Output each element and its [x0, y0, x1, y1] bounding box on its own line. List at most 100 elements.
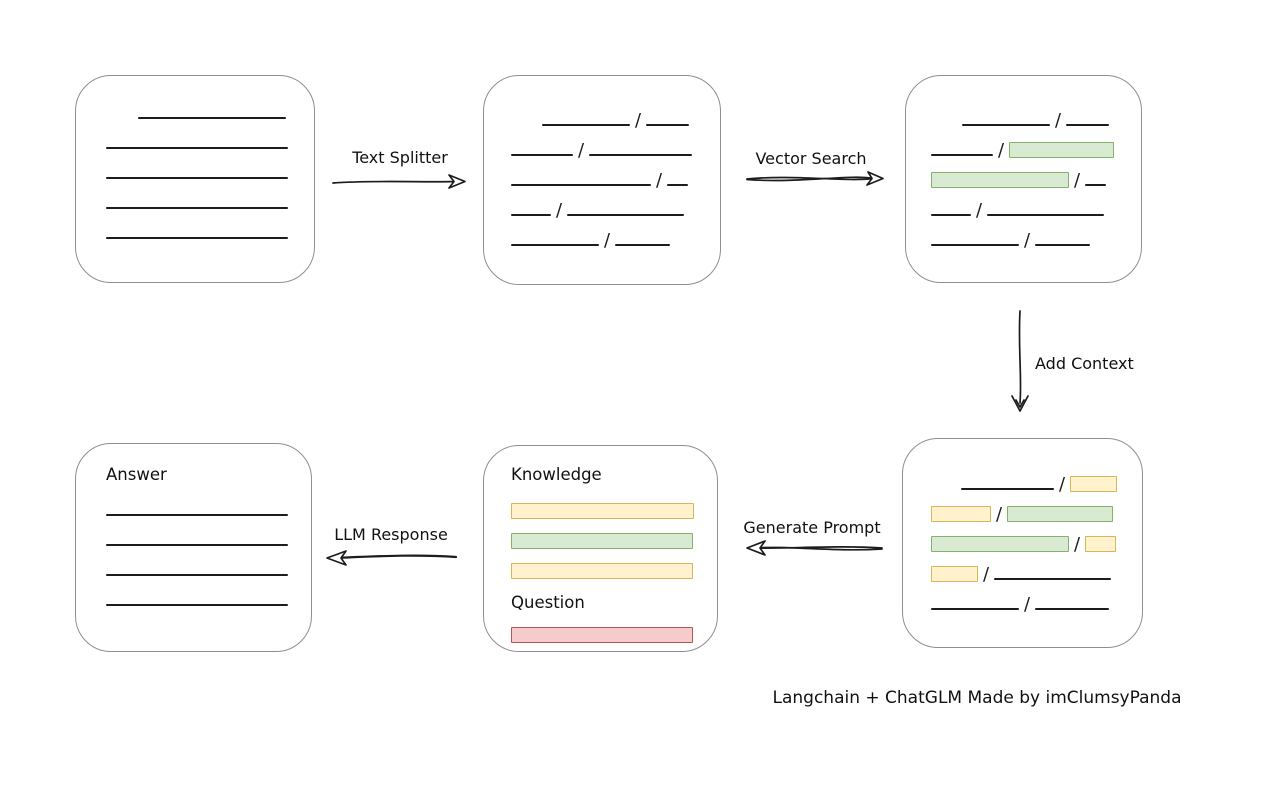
text-row: /	[931, 99, 1141, 131]
text-line	[138, 117, 286, 119]
text-row: /	[511, 219, 720, 251]
text-line	[931, 214, 971, 216]
generate-prompt-arrow-icon	[746, 540, 883, 556]
text-line	[106, 177, 288, 179]
text-line	[1035, 244, 1091, 246]
highlight-yellow-chunk	[511, 503, 694, 519]
knowledge-bars	[511, 490, 717, 580]
answer-label: Answer	[106, 465, 167, 484]
slash-separator: /	[578, 140, 585, 161]
text-row	[106, 182, 314, 212]
text-row	[106, 122, 314, 152]
prompt-box: Knowledge Question	[483, 445, 718, 652]
text-row	[106, 549, 311, 579]
text-line	[106, 237, 288, 239]
slash-separator: /	[556, 200, 563, 221]
add-context-arrow-icon	[1011, 310, 1029, 412]
text-row	[106, 519, 311, 549]
text-line	[106, 514, 288, 516]
text-line	[987, 214, 1105, 216]
text-row: /	[931, 583, 1142, 615]
text-row	[106, 579, 311, 609]
text-row: /	[931, 553, 1142, 584]
text-line	[589, 154, 693, 156]
text-row: /	[931, 219, 1141, 251]
slash-separator: /	[604, 230, 611, 251]
text-splitter-arrow-icon	[332, 174, 466, 189]
text-row	[106, 92, 314, 122]
highlight-green-chunk	[1009, 142, 1115, 158]
text-line	[994, 578, 1112, 580]
highlight-green-chunk	[931, 536, 1069, 552]
context-chunks-box: /////	[902, 438, 1143, 648]
text-line	[1085, 184, 1107, 186]
slash-separator: /	[1024, 230, 1031, 251]
text-line	[511, 154, 573, 156]
text-row: /	[931, 523, 1142, 555]
highlight-red-chunk	[511, 627, 693, 643]
split-text-box: /////	[483, 75, 721, 285]
source-document-box	[75, 75, 315, 283]
text-line	[961, 488, 1054, 490]
slash-separator: /	[635, 110, 642, 131]
text-splitter-label: Text Splitter	[352, 148, 448, 167]
text-line	[106, 207, 288, 209]
text-line	[106, 544, 288, 546]
slash-separator: /	[1055, 110, 1062, 131]
add-context-label: Add Context	[1035, 354, 1134, 373]
highlight-yellow-chunk	[1070, 476, 1118, 492]
text-row	[106, 152, 314, 182]
text-row: /	[931, 129, 1141, 161]
highlight-green-chunk	[511, 533, 693, 549]
text-line	[511, 184, 651, 186]
highlight-yellow-chunk	[931, 566, 978, 582]
text-row: /	[511, 159, 720, 190]
text-row: /	[931, 189, 1141, 221]
text-line	[106, 147, 288, 149]
text-line	[615, 244, 671, 246]
question-bar	[511, 618, 717, 644]
text-line	[1035, 608, 1110, 610]
highlight-yellow-chunk	[511, 563, 693, 579]
text-line	[567, 214, 685, 216]
text-row: /	[931, 463, 1142, 495]
slash-separator: /	[1074, 534, 1081, 555]
text-line	[646, 124, 690, 126]
text-line	[511, 214, 551, 216]
slash-separator: /	[996, 504, 1003, 525]
answer-box: Answer	[75, 443, 312, 652]
slash-separator: /	[1024, 594, 1031, 615]
text-line	[931, 608, 1019, 610]
text-line	[931, 154, 993, 156]
answer-lines	[106, 489, 311, 609]
text-row	[511, 520, 717, 550]
vector-search-results-box: / / / / /	[905, 75, 1142, 283]
highlight-yellow-chunk	[1085, 536, 1117, 552]
slash-separator: /	[976, 200, 983, 221]
llm-response-arrow-icon	[326, 550, 458, 566]
generate-prompt-label: Generate Prompt	[743, 518, 881, 537]
text-row: /	[511, 189, 720, 221]
highlight-yellow-chunk	[931, 506, 991, 522]
slash-separator: /	[1074, 170, 1081, 191]
slash-separator: /	[1059, 474, 1066, 495]
knowledge-label: Knowledge	[511, 465, 602, 484]
text-line	[667, 184, 689, 186]
text-line	[1066, 124, 1110, 126]
text-row	[106, 489, 311, 519]
text-line	[106, 574, 288, 576]
text-row	[511, 550, 717, 580]
text-line	[511, 244, 599, 246]
text-row: /	[511, 129, 720, 161]
text-line	[931, 244, 1019, 246]
vector-search-label: Vector Search	[755, 149, 867, 168]
diagram-caption: Langchain + ChatGLM Made by imClumsyPand…	[772, 688, 1182, 708]
question-label: Question	[511, 593, 585, 612]
text-row: /	[931, 159, 1141, 191]
text-line	[106, 604, 288, 606]
highlight-green-chunk	[1007, 506, 1114, 522]
text-row	[511, 618, 717, 644]
text-row: /	[931, 493, 1142, 525]
slash-separator: /	[998, 140, 1005, 161]
highlight-green-chunk	[931, 172, 1069, 188]
